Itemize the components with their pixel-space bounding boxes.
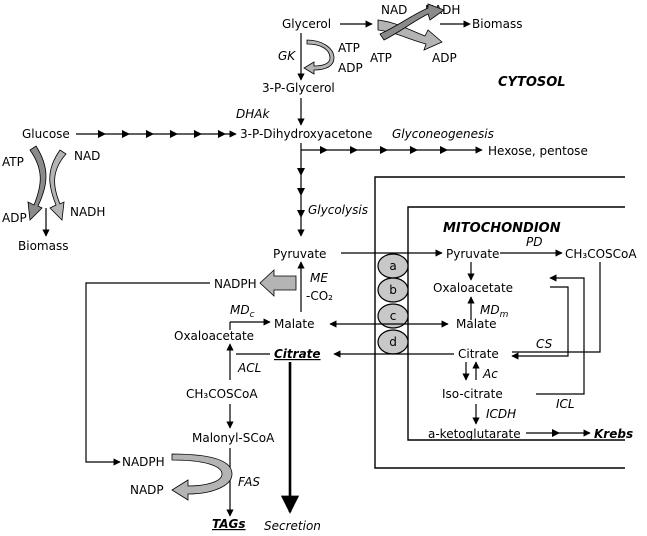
- atp-gk-label: ATP: [338, 41, 360, 55]
- nad-top-label: NAD: [381, 3, 407, 17]
- glucose-label: Glucose: [22, 127, 70, 141]
- krebs-tick: [552, 429, 560, 437]
- transporter-group: a b c d: [377, 253, 409, 355]
- krebs-label: Krebs: [594, 427, 633, 441]
- adp-top-label: ADP: [432, 51, 457, 65]
- atp-adp-exchange-arrow: [379, 3, 445, 41]
- 3p-dha-label: 3-P-Dihydroxyacetone: [240, 127, 372, 141]
- me-nadph-arrow: [259, 269, 297, 297]
- biomass-top-label: Biomass: [472, 17, 522, 31]
- fas-nadph-arrow: [171, 453, 233, 501]
- acl-label: ACL: [237, 361, 261, 375]
- pyruvate-mito-label: Pyruvate: [446, 247, 499, 261]
- oaa-mito-label: Oxaloacetate: [433, 281, 513, 295]
- transporter-b-label: b: [389, 283, 397, 297]
- transporter-a-label: a: [389, 259, 396, 273]
- glycolysis-label: Glycolysis: [308, 203, 368, 217]
- hexose-pentose-label: Hexose, pentose: [488, 144, 588, 158]
- tags-label: TAGs: [212, 517, 246, 531]
- oaa-cytosol-label: Oxaloacetate: [174, 329, 254, 343]
- mdm-label: MDm: [480, 303, 509, 320]
- gk-atp-adp-arrow: [303, 39, 335, 75]
- acetyl-mito-label: CH₃COSCoA: [565, 247, 637, 261]
- gluconeogenesis-label: Glyconeogenesis: [392, 127, 494, 141]
- co2-label: -CO₂: [306, 289, 333, 303]
- mdc-label: MDc: [230, 303, 255, 320]
- cytosol-label: CYTOSOL: [498, 75, 566, 90]
- icl-arrow: [536, 274, 585, 395]
- nadph-loop-line: [85, 282, 210, 466]
- nad-left-label: NAD: [74, 149, 100, 163]
- adp-left-label: ADP: [2, 211, 27, 225]
- citrate-mito-label: Citrate: [458, 347, 499, 361]
- transporter-c-label: c: [390, 309, 397, 323]
- left-atp-adp-arrow: [27, 145, 47, 221]
- biomass-left-label: Biomass: [18, 239, 68, 253]
- pyruvate-cytosol-label: Pyruvate: [273, 247, 326, 261]
- dhak-label: DHAk: [236, 107, 270, 121]
- gluconeogenesis-ticks: [320, 146, 448, 154]
- acetyl-to-citrate-line: [512, 262, 601, 353]
- oaa-to-citrate-arrow: [511, 286, 569, 360]
- nadp-label: NADP: [130, 483, 164, 497]
- ac-label: Ac: [482, 367, 498, 381]
- acetyl-cytosol-label: CH₃COSCoA: [186, 387, 258, 401]
- atp-left-label: ATP: [2, 155, 24, 169]
- cs-label: CS: [536, 337, 553, 351]
- isocitrate-label: Iso-citrate: [442, 387, 503, 401]
- adp-gk-label: ADP: [338, 61, 363, 75]
- nadh-left-label: NADH: [70, 205, 105, 219]
- 3p-glycerol-label: 3-P-Glycerol: [262, 81, 335, 95]
- gk-label: GK: [278, 49, 296, 63]
- nadph-top-label: NADPH: [214, 277, 257, 291]
- nadph-bottom-label: NADPH: [122, 455, 165, 469]
- glycolysis-ticks: [297, 168, 305, 218]
- citrate-cytosol-label: Citrate: [274, 347, 321, 361]
- pd-label: PD: [526, 235, 542, 249]
- me-label: ME: [310, 271, 328, 285]
- mitochondion-label: MITOCHONDION: [443, 221, 561, 236]
- atp-top-label: ATP: [370, 51, 392, 65]
- malate-mito-label: Malate: [456, 317, 496, 331]
- malonyl-label: Malonyl-SCoA: [192, 431, 275, 445]
- fas-label: FAS: [238, 475, 260, 489]
- transporter-d-label: d: [389, 335, 397, 349]
- malate-cytosol-label: Malate: [274, 317, 314, 331]
- icdh-label: ICDH: [486, 407, 516, 421]
- glucose-chain-ticks: [98, 130, 226, 138]
- secretion-label: Secretion: [264, 519, 321, 533]
- glycerol-label: Glycerol: [282, 17, 331, 31]
- left-nad-nadh-arrow: [49, 149, 67, 221]
- transporter-b: [377, 277, 409, 303]
- icl-label: ICL: [556, 397, 575, 411]
- akg-label: a-ketoglutarate: [428, 427, 521, 441]
